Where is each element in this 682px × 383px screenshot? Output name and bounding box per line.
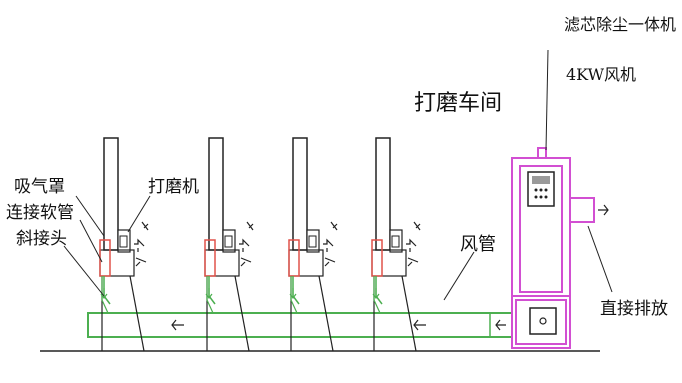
hood-label: 吸气罩	[14, 177, 65, 197]
grinding-station-3	[288, 137, 338, 352]
dust-collector-unit	[511, 147, 595, 349]
fan-label: 4KW风机	[566, 65, 636, 84]
leader-lines	[63, 49, 613, 301]
unit-name-label: 滤芯除尘一体机	[564, 15, 676, 34]
duct-label: 风管	[460, 234, 496, 255]
grinding-station-4	[371, 137, 421, 352]
exhaust-label: 直接排放	[600, 299, 668, 319]
workshop-title: 打磨车间	[414, 91, 502, 116]
grinding-station-1	[99, 137, 149, 352]
control-panel-icon	[527, 171, 555, 207]
main-duct	[87, 312, 513, 338]
elbow-label: 斜接头	[16, 229, 67, 249]
grinder-label: 打磨机	[148, 177, 199, 197]
hose-label: 连接软管	[6, 203, 74, 223]
access-door-icon	[529, 307, 557, 335]
airflow-arrow-icon	[598, 204, 609, 216]
airflow-arrow-icon	[171, 319, 506, 331]
grinding-station-2	[204, 137, 254, 352]
